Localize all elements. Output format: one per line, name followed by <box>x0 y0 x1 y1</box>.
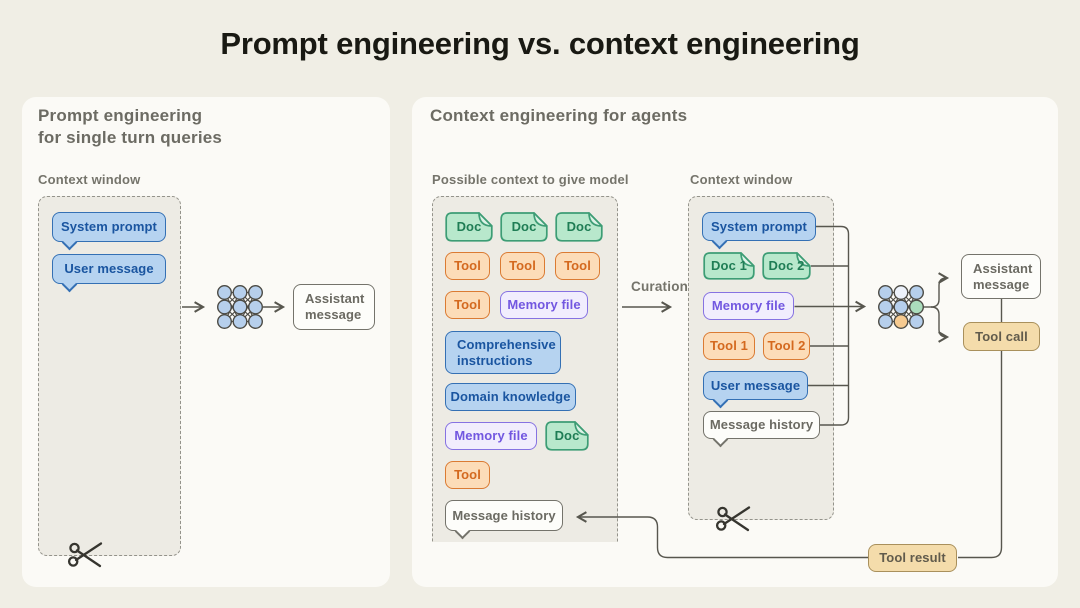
cw-system-prompt-bubble: System prompt <box>702 212 816 241</box>
page-title: Prompt engineering vs. context engineeri… <box>220 26 860 61</box>
pool-tool-3: Tool <box>555 252 600 280</box>
pool-label: Possible context to give model <box>432 172 629 187</box>
cw-tool-1: Tool 1 <box>703 332 755 360</box>
doc-icon <box>445 212 493 242</box>
pool-doc-2: Doc <box>500 212 548 242</box>
right-context-window <box>688 196 834 520</box>
doc-icon <box>500 212 548 242</box>
doc-icon <box>545 421 589 451</box>
pool-doc-4: Doc <box>545 421 589 451</box>
cw-user-message-bubble: User message <box>703 371 808 400</box>
left-heading-line1: Prompt engineering <box>38 106 203 125</box>
system-prompt-bubble: System prompt <box>52 212 166 242</box>
left-heading-line2: for single turn queries <box>38 128 223 147</box>
doc-icon <box>762 252 811 280</box>
pool-comprehensive-instructions: Comprehensive instructions <box>445 331 561 374</box>
pool-tool-4: Tool <box>445 291 490 319</box>
pool-tool-5: Tool <box>445 461 490 489</box>
cw-message-history-bubble: Message history <box>703 411 820 439</box>
doc-icon <box>555 212 603 242</box>
cw-tool-2: Tool 2 <box>763 332 810 360</box>
assistant-message-box: Assistant message <box>293 284 375 330</box>
right-panel-heading: Context engineering for agents <box>430 106 688 125</box>
pool-domain-knowledge: Domain knowledge <box>445 383 576 411</box>
pool-message-history-bubble: Message history <box>445 500 563 531</box>
assistant-message-box-right: Assistant message <box>961 254 1041 299</box>
doc-icon <box>703 252 755 280</box>
cw-doc-2: Doc 2 <box>762 252 811 280</box>
pool-doc-3: Doc <box>555 212 603 242</box>
cw-memory-file: Memory file <box>703 292 794 320</box>
left-panel-heading: Prompt engineering for single turn queri… <box>38 105 222 149</box>
pool-memory-file-1: Memory file <box>500 291 588 319</box>
tool-result-box: Tool result <box>868 544 957 572</box>
curation-label: Curation <box>631 279 689 294</box>
right-context-window-label: Context window <box>690 172 793 187</box>
pool-memory-file-2: Memory file <box>445 422 537 450</box>
pool-doc-1: Doc <box>445 212 493 242</box>
cw-doc-1: Doc 1 <box>703 252 755 280</box>
left-context-window-label: Context window <box>38 172 141 187</box>
left-context-window <box>38 196 181 556</box>
pool-tool-2: Tool <box>500 252 545 280</box>
user-message-bubble: User message <box>52 254 166 284</box>
pool-tool-1: Tool <box>445 252 490 280</box>
tool-call-box: Tool call <box>963 322 1040 351</box>
